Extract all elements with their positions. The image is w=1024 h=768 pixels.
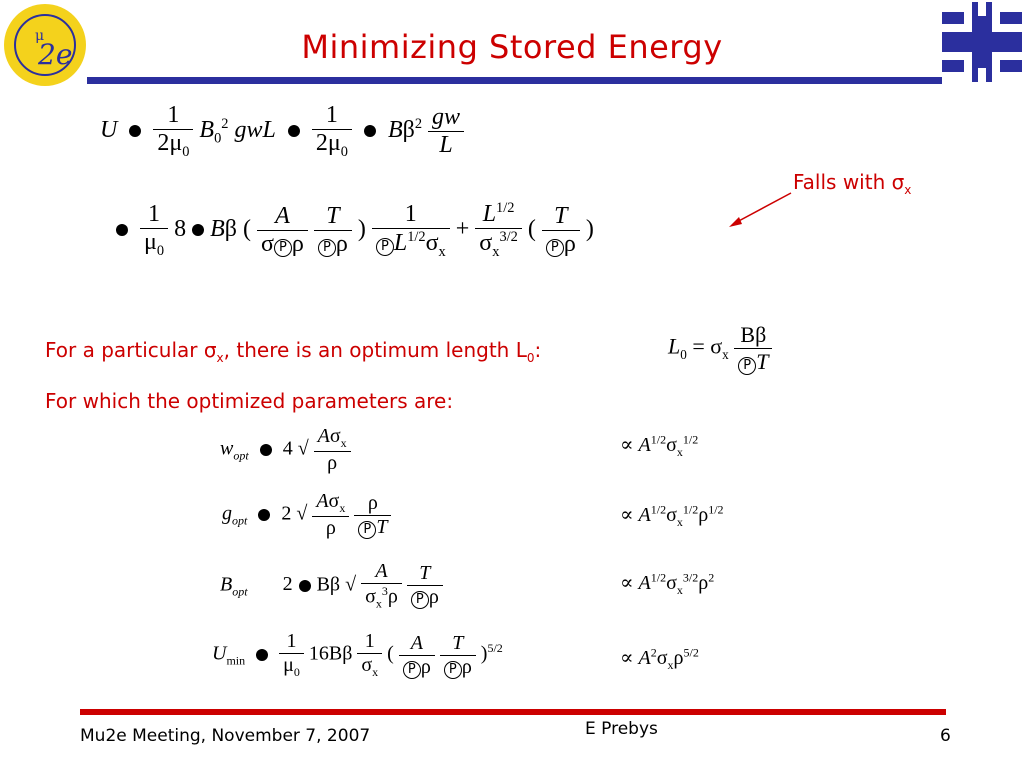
title-underline [87, 77, 942, 84]
paren-glyph [363, 125, 376, 138]
callout-falls-with: Falls with σx [793, 170, 912, 197]
equals-glyph [287, 125, 300, 138]
equals-glyph [256, 649, 269, 661]
fraction: Aσx ρ [312, 490, 350, 540]
footer-meeting: Mu2e Meeting, November 7, 2007 [80, 726, 371, 746]
fraction: 1 2μ0 [311, 102, 352, 161]
eq-u-symbol: U [100, 116, 118, 143]
fraction: Aσx ρ [313, 425, 351, 475]
fraction: A σx3ρ [361, 560, 402, 612]
equation-energy-1: U 1 2μ0 B02 gwL 1 2μ0 Bβ2 gw L [100, 102, 465, 161]
footer-author: E Prebys [585, 719, 658, 739]
mu2e-logo: μ 2e [4, 4, 86, 86]
fraction: 1 σx [357, 630, 383, 680]
callout-arrow [729, 192, 792, 227]
equals-glyph [129, 125, 142, 138]
svg-text:2e: 2e [37, 38, 72, 71]
fraction: L1/2 σx3/2 [475, 200, 522, 261]
equals-glyph [116, 224, 128, 237]
fraction: 1 μ0 [140, 201, 169, 260]
slide-title: Minimizing Stored Energy [301, 28, 723, 66]
equals-glyph [259, 444, 272, 456]
result-U-min: ∝ A2σxρ5/2 [620, 645, 699, 672]
fraction: 1 2μ0 [153, 102, 194, 161]
footer-page-number: 6 [940, 726, 951, 746]
equation-w-opt: wopt 4 √ Aσx ρ [220, 425, 351, 475]
fraction: 1 μ0 [279, 630, 304, 680]
equals-glyph [258, 509, 271, 521]
svg-text:μ: μ [35, 28, 44, 44]
result-g-opt: ∝ A1/2σx1/2ρ1/2 [620, 502, 724, 529]
paren-glyph [192, 224, 205, 237]
text-particular: For a particular σx, there is an optimum… [45, 338, 542, 365]
fraction: gw L [428, 104, 465, 159]
result-w-opt: ∝ A1/2σx1/2 [620, 432, 699, 459]
text-optimized: For which the optimized parameters are: [45, 389, 454, 413]
result-B-opt: ∝ A1/2σx3/2ρ2 [620, 570, 715, 597]
footer-rule [80, 709, 946, 715]
fermilab-logo [942, 2, 1022, 82]
paren-glyph [298, 579, 311, 592]
